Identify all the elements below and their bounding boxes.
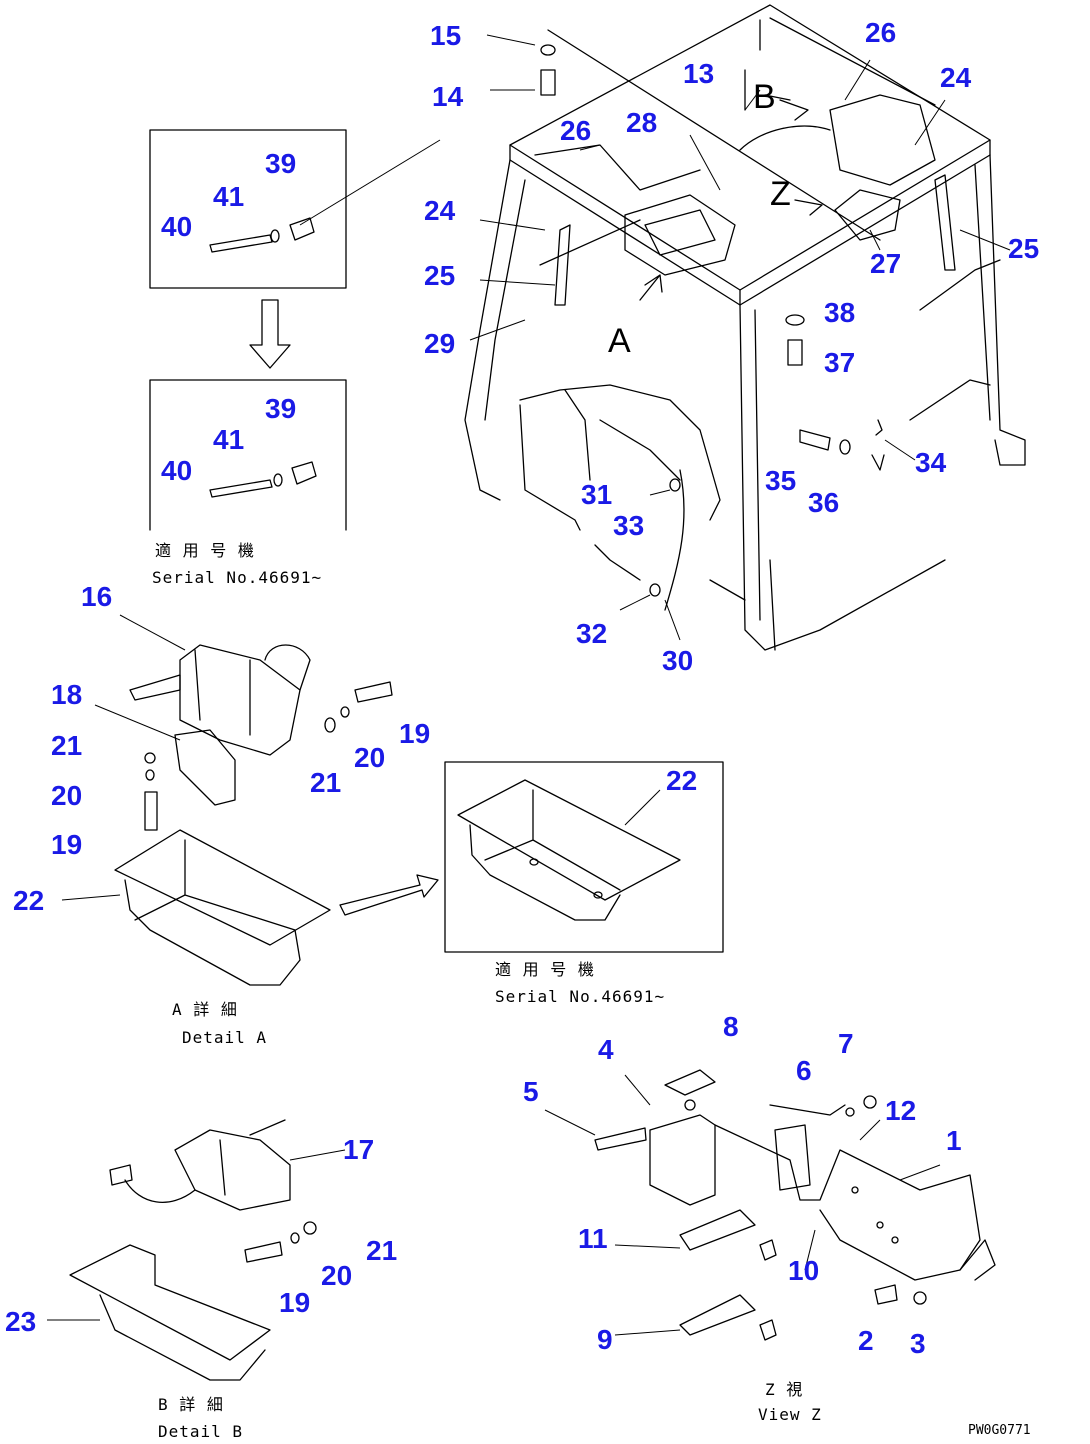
cab-assembly <box>464 4 1026 651</box>
serial-lower: Serial No.46691~ <box>495 987 665 1006</box>
callout-2: 2 <box>858 1325 874 1356</box>
callout-14: 14 <box>432 81 464 112</box>
callout-28: 28 <box>626 107 657 138</box>
callout-30: 30 <box>662 645 693 676</box>
callout-24: 24 <box>940 62 972 93</box>
callout-19-detail-b: 19 <box>279 1287 310 1318</box>
callout-11: 11 <box>578 1223 608 1254</box>
callout-20-right: 20 <box>354 742 385 773</box>
callout-1: 1 <box>946 1125 962 1156</box>
callout-7: 7 <box>838 1028 854 1059</box>
callout-26: 26 <box>865 17 896 48</box>
callout-23: 23 <box>5 1306 36 1337</box>
detail-b-assembly <box>47 1119 346 1381</box>
callout-38: 38 <box>824 297 855 328</box>
drawing-code: PW0G0771 <box>968 1423 1031 1438</box>
serial-upper-jp: 適 用 号 機 <box>155 541 255 560</box>
callout-26-left: 26 <box>560 115 591 146</box>
callout-16: 16 <box>81 581 112 612</box>
callout-8: 8 <box>723 1011 739 1042</box>
callout-9: 9 <box>597 1324 613 1355</box>
callout-21-detail-b: 21 <box>366 1235 397 1266</box>
tray-serial-box <box>444 761 724 953</box>
callout-10: 10 <box>788 1255 819 1286</box>
callout-15: 15 <box>430 20 461 51</box>
view-z-jp: Z 視 <box>765 1380 803 1399</box>
callout-20: 20 <box>51 780 82 811</box>
detail-b-jp: B 詳 細 <box>158 1395 224 1414</box>
callout-5: 5 <box>523 1076 539 1107</box>
callout-40-lower: 40 <box>161 455 192 486</box>
callout-41: 41 <box>213 181 244 212</box>
callout-layer: 15 14 13 26 24 28 26 24 25 27 25 29 38 3… <box>5 17 1039 1359</box>
callout-21-right: 21 <box>310 767 341 798</box>
view-z: View Z <box>758 1405 822 1424</box>
callout-25-left: 25 <box>424 260 455 291</box>
callout-19-right: 19 <box>399 718 430 749</box>
serial-upper: Serial No.46691~ <box>152 568 322 587</box>
bolt-detail-boxes <box>149 129 441 531</box>
callout-20-detail-b: 20 <box>321 1260 352 1291</box>
view-letter-z: Z <box>770 175 791 213</box>
detail-a: Detail A <box>182 1028 267 1047</box>
callout-6: 6 <box>796 1055 812 1086</box>
callout-12: 12 <box>885 1095 916 1126</box>
callout-27: 27 <box>870 248 901 279</box>
detail-a-assembly <box>61 614 439 986</box>
view-letter-b: B <box>753 78 776 116</box>
callout-22: 22 <box>13 885 44 916</box>
view-letter-a: A <box>608 322 631 360</box>
callout-25-right: 25 <box>1008 233 1039 264</box>
callout-17: 17 <box>343 1134 374 1165</box>
callout-22-box: 22 <box>666 765 697 796</box>
callout-36: 36 <box>808 487 839 518</box>
callout-34: 34 <box>915 447 947 478</box>
serial-lower-jp: 適 用 号 機 <box>495 960 595 979</box>
callout-35: 35 <box>765 465 796 496</box>
callout-39-lower: 39 <box>265 393 296 424</box>
callout-21: 21 <box>51 730 82 761</box>
callout-24-left: 24 <box>424 195 456 226</box>
detail-b: Detail B <box>158 1422 243 1441</box>
callout-37: 37 <box>824 347 855 378</box>
callout-29: 29 <box>424 328 455 359</box>
callout-13: 13 <box>683 58 714 89</box>
callout-33: 33 <box>613 510 644 541</box>
view-z-assembly <box>544 1069 996 1341</box>
callout-41-lower: 41 <box>213 424 244 455</box>
callout-32: 32 <box>576 618 607 649</box>
callout-19: 19 <box>51 829 82 860</box>
callout-4: 4 <box>598 1034 614 1065</box>
callout-18: 18 <box>51 679 82 710</box>
callout-3: 3 <box>910 1328 926 1359</box>
callout-31: 31 <box>581 479 612 510</box>
callout-39: 39 <box>265 148 296 179</box>
detail-a-jp: A 詳 細 <box>172 1000 238 1019</box>
callout-40: 40 <box>161 211 192 242</box>
